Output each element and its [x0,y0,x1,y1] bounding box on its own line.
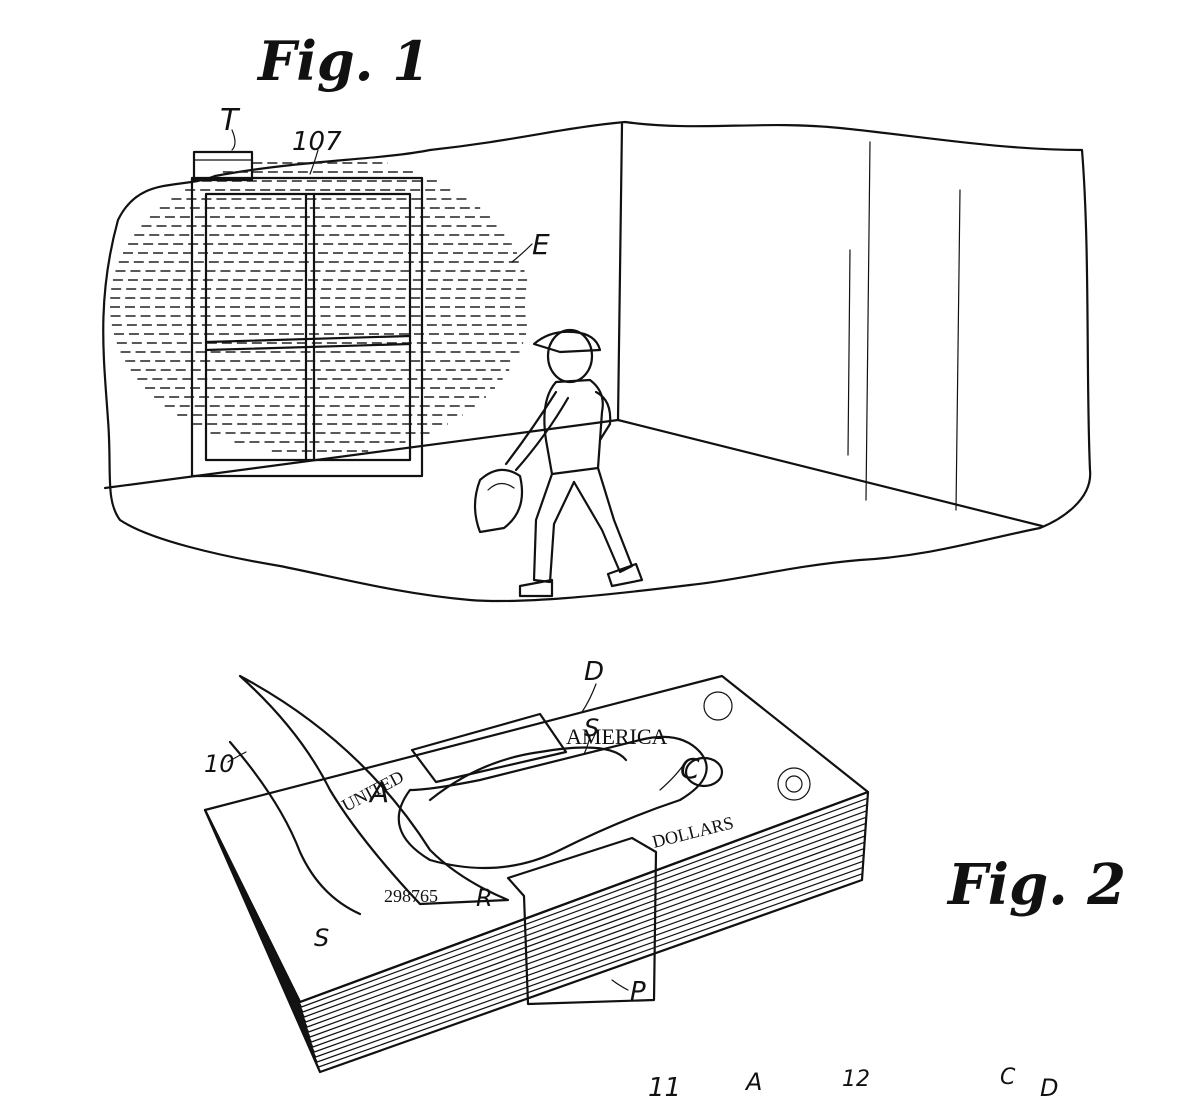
stack-edge-line [315,860,864,1058]
leader-10 [227,751,247,763]
leader-P [611,979,629,991]
stack-edge-line [305,816,867,1023]
ref-label-12: 12 [842,1067,870,1092]
floor-back-edge [103,418,620,490]
stack-edge-line [303,810,868,1018]
floor-side-edge [616,418,1044,528]
stack-edge-line [270,959,313,1043]
ref-label-107: 107 [292,127,342,157]
bill-stack-top [203,674,870,1004]
figure-1: Fig. 1 [102,29,1092,603]
stack-edge-line [253,921,310,1033]
security-door-frame [190,176,424,478]
ref-label-11: 11 [648,1073,681,1096]
ref-label-D: D [584,657,604,687]
wall-shading-2 [955,189,961,511]
bill-text-america: AMERICA [566,724,668,749]
stack-edge-line [302,1033,318,1063]
figure-3-partial-labels: 11 A 12 C D [648,1065,1058,1096]
ref-label-S-top: S [584,714,599,742]
stack-edge-line [220,846,304,1013]
paper-band-top [410,712,568,784]
stack-edge-line [306,822,867,1028]
stack-edge-line [294,1015,317,1058]
ref-label-A-bottom: A [744,1068,762,1096]
ref-label-R: R [476,884,493,912]
stack-edge-line [261,940,311,1038]
sensor-107-leader [309,149,319,175]
detection-field-hatching [110,162,530,452]
stack-edge-line [316,866,864,1063]
figure-2: Fig. 2 AMERICA UNITED DOLLARS 298765 [203,657,1126,1074]
stack-edge-line [311,1052,320,1068]
paper-band [506,836,658,1006]
wall-shading-3 [847,249,851,456]
wall-shading-1 [865,141,871,501]
stack-edge-line [317,873,864,1068]
stack-edge-line [309,835,866,1038]
lifted-bill-curl [228,740,362,916]
stack-edge-line [212,828,303,1008]
room-corner-line [616,122,624,422]
ref-label-C-bottom: C [1000,1065,1016,1090]
transmitter-box [192,150,254,182]
ref-label-T: T [220,103,241,138]
stack-edge-line [300,797,869,1008]
leader-S-top [583,735,591,755]
ref-label-S-side: S [314,924,329,952]
strip-S [428,746,628,802]
ref-label-10: 10 [204,750,235,778]
person-carrying-bag [473,328,644,598]
room-scene-outline [102,120,1092,603]
stack-edge-line [312,847,865,1048]
figure-1-title: Fig. 1 [256,29,430,93]
lifted-top-bill [238,674,510,906]
stack-edge-line [313,854,865,1053]
stack-edge-line [278,977,314,1048]
ref-label-D-bottom: D [1040,1074,1058,1096]
bill-corner-ornament [703,691,811,801]
stack-edge-line [286,996,315,1053]
stack-edge-line [310,841,866,1043]
transmitter-leader [231,129,236,151]
stack-edge-line [237,884,307,1023]
stack-edge-line [245,902,308,1028]
ref-label-E: E [532,228,550,261]
stack-edge-line [229,865,305,1018]
bill-stack-edge-lines [212,797,869,1068]
tube-R [397,735,708,870]
ref-label-P: P [630,977,646,1007]
bill-serial-number: 298765 [384,886,438,906]
ref-label-C: C [680,752,700,785]
ref-label-A: A [368,776,389,809]
field-leader [511,243,533,263]
leader-C [659,763,685,791]
stack-edge-line [302,803,868,1013]
figure-2-title: Fig. 2 [946,852,1126,918]
stack-edge-line [307,829,867,1033]
cavity-C [684,756,724,788]
leader-D [581,683,597,713]
